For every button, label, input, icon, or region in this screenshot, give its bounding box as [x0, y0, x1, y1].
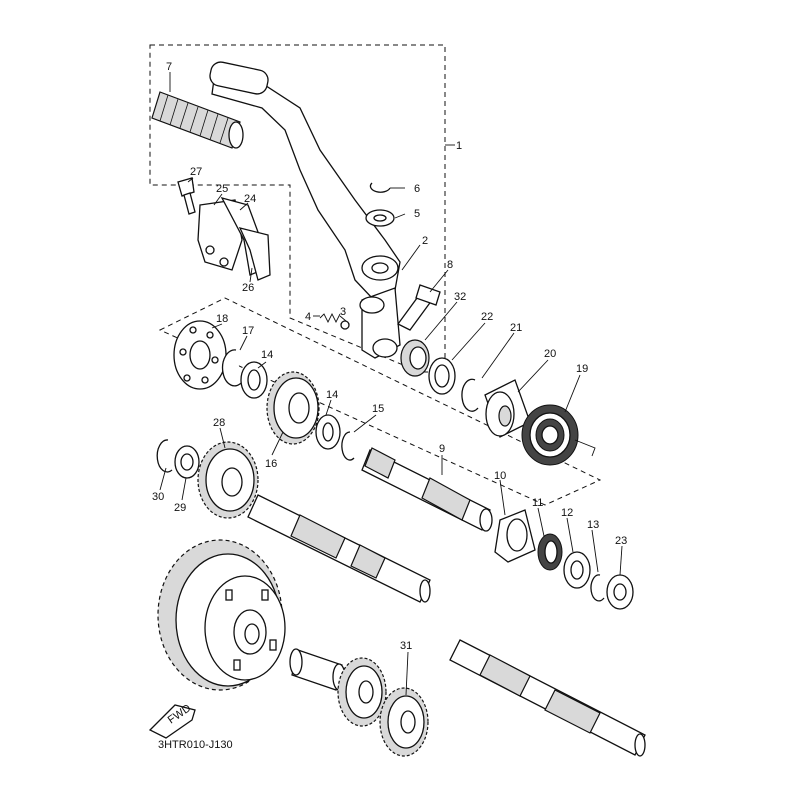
- washer-29: [174, 445, 200, 479]
- circlip-21: [461, 378, 479, 412]
- kick-lever-group-outline: [149, 44, 602, 506]
- callout-23: 23: [615, 535, 627, 547]
- callout-8: 8: [447, 259, 453, 271]
- lower-collar: [289, 648, 346, 691]
- callout-27: 27: [190, 166, 202, 178]
- callout-14a: 14: [261, 349, 273, 361]
- callout-19: 19: [576, 363, 588, 375]
- callout-2: 2: [422, 235, 428, 247]
- plate-18: [173, 320, 227, 390]
- circlip-30: [156, 439, 173, 473]
- kick-shaft-9: [361, 447, 493, 532]
- circlip-13: [590, 574, 605, 602]
- callout-5: 5: [414, 208, 420, 220]
- callout-32: 32: [454, 291, 466, 303]
- kick-idle-gear-16: [266, 371, 320, 445]
- callout-11: 11: [532, 497, 543, 509]
- callout-1: 1: [456, 140, 462, 152]
- leader-lines: [159, 72, 623, 696]
- callout-9: 9: [439, 443, 445, 455]
- callout-labels: 1 2 3 4 5 6 7 8 9 10 11 12 13 14 14 15 1…: [152, 61, 627, 652]
- kick-crank-lever: [209, 61, 401, 359]
- washer-23: [606, 574, 634, 610]
- torsion-spring-19: [521, 404, 596, 466]
- circlip-15: [341, 431, 355, 461]
- callout-16: 16: [265, 458, 277, 470]
- callout-3: 3: [340, 306, 346, 318]
- drive-axle: [449, 639, 646, 757]
- main-axle: [247, 494, 431, 603]
- figure-code: 3HTR010-J130: [158, 739, 233, 751]
- callout-25: 25: [216, 183, 228, 195]
- kick-rubber-grip: [151, 91, 244, 149]
- washer-14-right: [315, 414, 341, 450]
- washer-5: [365, 209, 395, 227]
- circlip-6: [369, 182, 391, 193]
- spring-11: [537, 533, 563, 571]
- callout-20: 20: [544, 348, 556, 360]
- callout-7: 7: [166, 61, 172, 73]
- callout-24: 24: [244, 193, 256, 205]
- callout-29: 29: [174, 502, 186, 514]
- washer-22: [428, 357, 456, 395]
- callout-6: 6: [414, 183, 420, 195]
- callout-18: 18: [216, 313, 228, 325]
- callout-31: 31: [400, 640, 412, 652]
- guide-plate-assembly: [177, 177, 271, 281]
- collar-32: [400, 339, 430, 377]
- circlip-17: [221, 349, 243, 387]
- washer-12: [563, 551, 591, 589]
- callout-10: 10: [494, 470, 506, 482]
- gear-28: [197, 441, 259, 519]
- callout-30: 30: [152, 491, 164, 503]
- gear-lower-a: [337, 657, 387, 727]
- ball-3: [340, 320, 350, 330]
- callout-17: 17: [242, 325, 254, 337]
- callout-12: 12: [561, 507, 573, 519]
- callout-21: 21: [510, 322, 522, 334]
- callout-28: 28: [213, 417, 225, 429]
- callout-15: 15: [372, 403, 384, 415]
- callout-13: 13: [587, 519, 599, 531]
- spring-4: [319, 312, 341, 324]
- washer-14-left: [240, 361, 268, 399]
- fwd-arrow-icon: FWD: [148, 702, 196, 739]
- callout-26: 26: [242, 282, 254, 294]
- callout-14b: 14: [326, 389, 338, 401]
- ratchet-10: [494, 509, 536, 563]
- spring-guide-20: [484, 379, 531, 438]
- gear-31: [379, 687, 429, 757]
- clutch-housing: [157, 539, 286, 691]
- callout-22: 22: [481, 311, 493, 323]
- bolt-8: [397, 284, 441, 331]
- callout-4: 4: [305, 311, 311, 323]
